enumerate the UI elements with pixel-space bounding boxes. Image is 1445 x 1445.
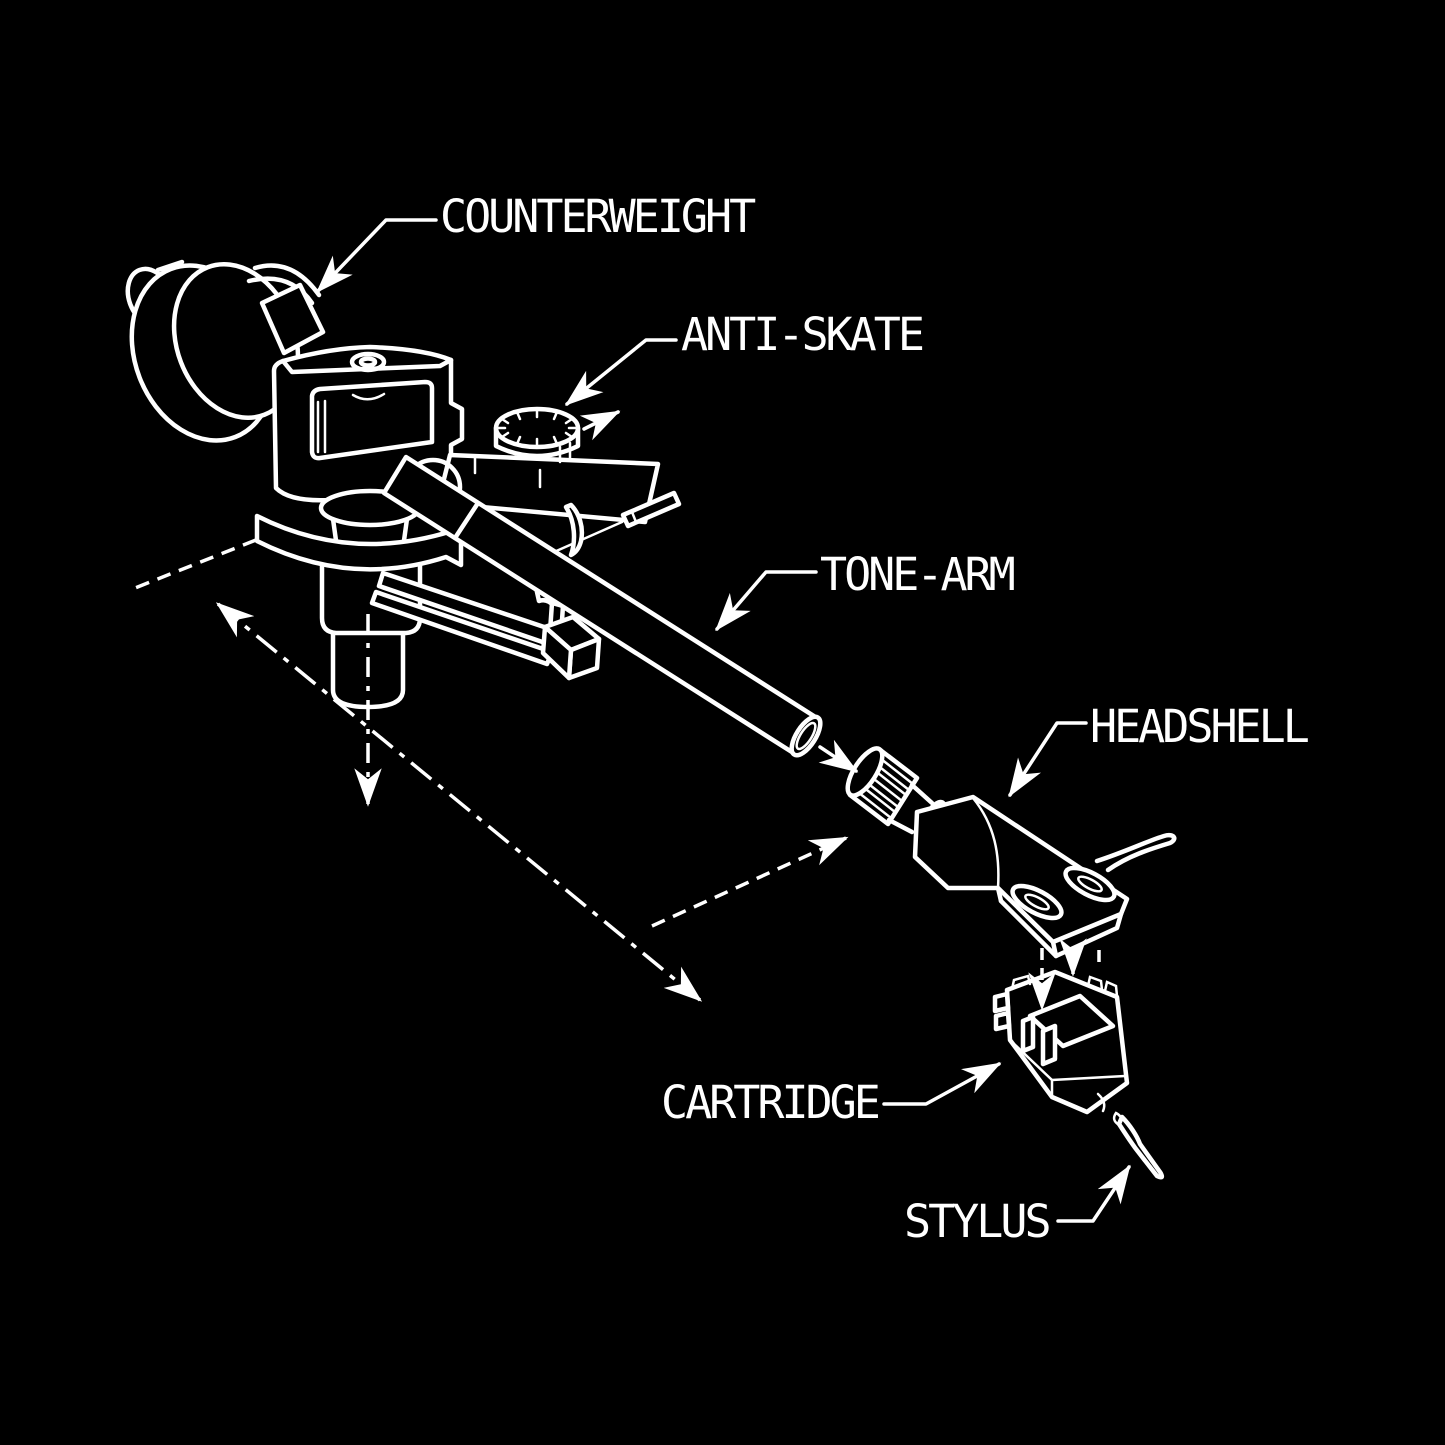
label-leader-lines [316,218,1131,1223]
headshell-drawing [912,794,1177,959]
cartridge-drawing [992,969,1130,1115]
label-cartridge: CARTRIDGE [661,1076,881,1129]
label-anti-skate: ANTI-SKATE [681,308,925,361]
label-stylus: STYLUS [904,1195,1052,1248]
label-headshell: HEADSHELL [1090,700,1310,753]
label-counterweight: COUNTERWEIGHT [440,190,756,243]
counterweight-drawing [125,259,326,443]
label-tone-arm: TONE-ARM [820,548,1016,601]
anti-skate-knob-drawing [435,406,661,525]
stylus-drawing [1112,1111,1165,1180]
motion-guide-lines [134,538,1101,1011]
assembly-arrows [579,410,859,773]
